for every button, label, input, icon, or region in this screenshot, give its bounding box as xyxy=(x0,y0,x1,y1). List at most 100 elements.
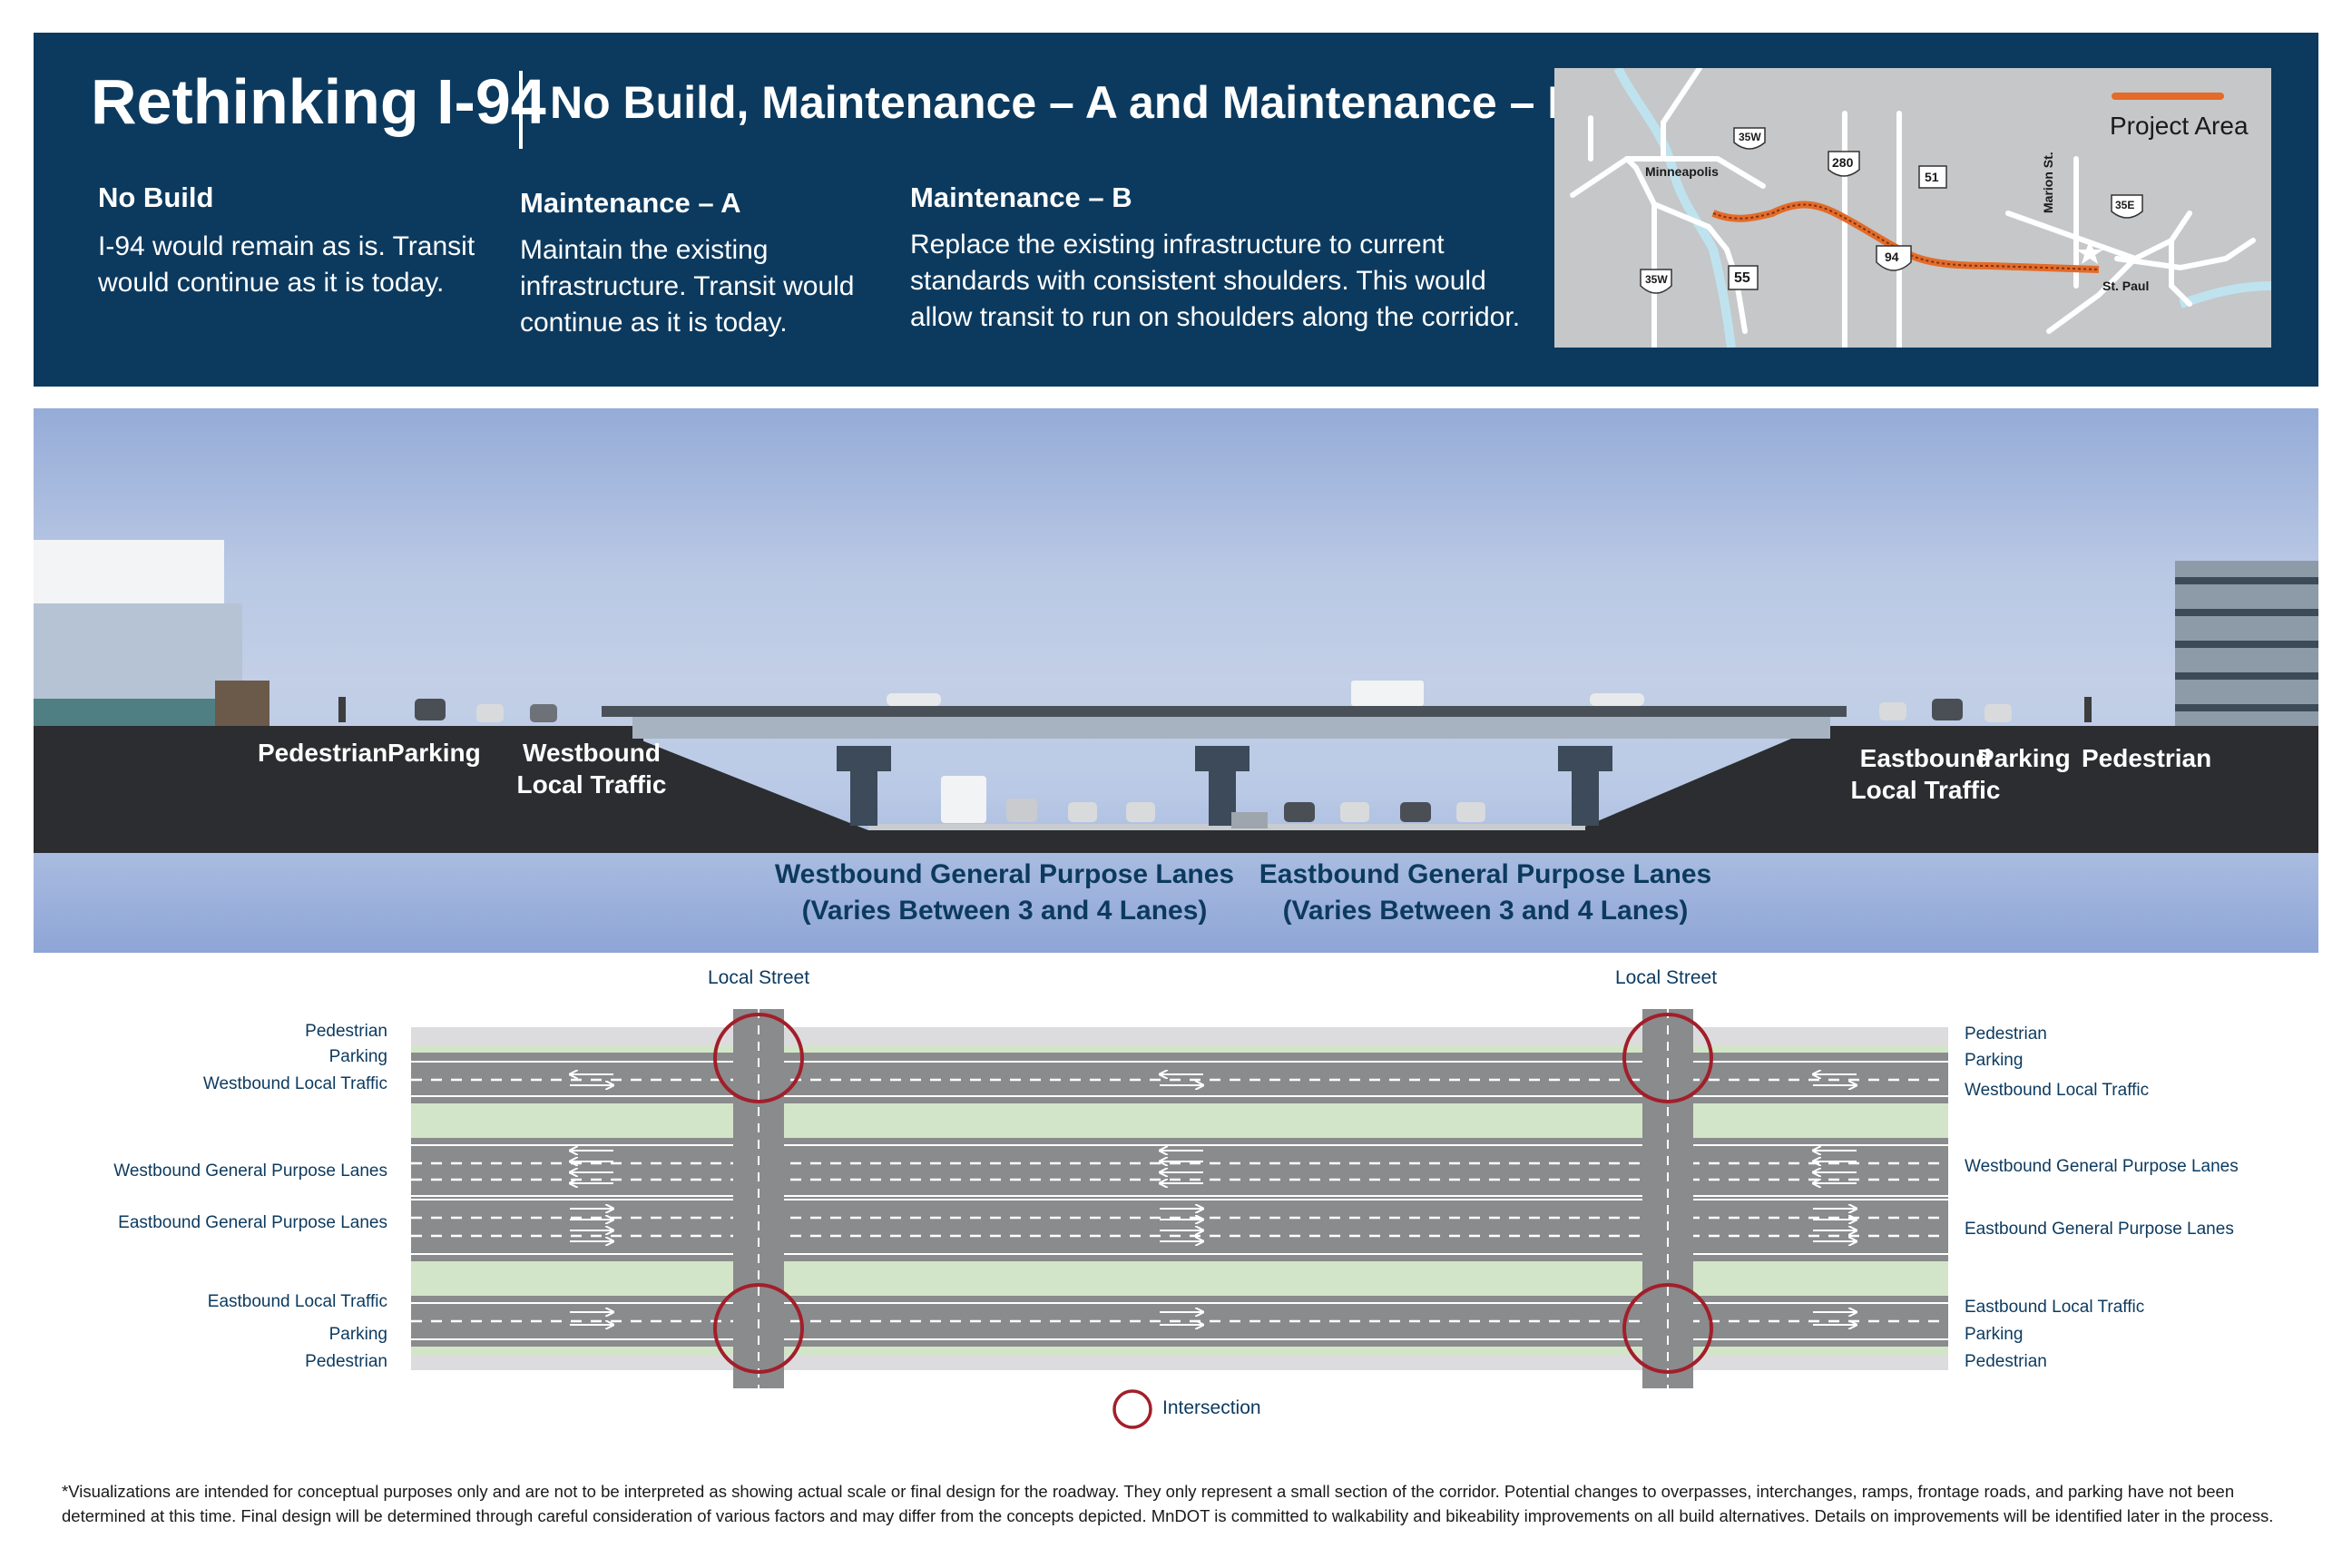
gp-westbound-line1: Westbound General Purpose Lanes xyxy=(774,859,1235,889)
shield-280-icon xyxy=(1828,151,1860,177)
xs-left-local-traffic: Westbound Local Traffic xyxy=(496,737,687,800)
slope-right xyxy=(1576,726,1821,853)
plan-green-bottom xyxy=(411,1347,1948,1356)
road-55 xyxy=(1651,201,1748,334)
car-icon xyxy=(1932,699,1963,720)
gp-westbound-label: Westbound General Purpose Lanes (Varies … xyxy=(750,857,1259,929)
shield-94-icon xyxy=(1876,245,1912,271)
car-icon xyxy=(1006,799,1037,822)
road-1 xyxy=(1570,156,1766,198)
plan-right-wb-gp: Westbound General Purpose Lanes xyxy=(1965,1157,2239,1176)
pedestrian-icon xyxy=(2084,697,2092,722)
shield-51-icon xyxy=(1918,165,1947,189)
plan-sidewalk-bottom xyxy=(411,1356,1948,1370)
pier-cap-2 xyxy=(1195,746,1250,771)
option-maintenance-b-heading: Maintenance – B xyxy=(910,181,1132,213)
plan-left-parking-bottom: Parking xyxy=(328,1325,387,1344)
truck-icon xyxy=(941,776,986,823)
car-icon xyxy=(1340,802,1369,822)
local-street-left-label: Local Street xyxy=(708,967,810,988)
road-east xyxy=(2114,238,2256,271)
gp-eastbound-line1: Eastbound General Purpose Lanes xyxy=(1259,859,1712,889)
bridge-deck xyxy=(602,706,1847,717)
xs-left-pedestrian: Pedestrian xyxy=(258,739,388,767)
intersection-marker xyxy=(1622,1013,1713,1103)
trench-road xyxy=(868,824,1585,830)
shield-35w-north-icon xyxy=(1733,127,1766,150)
xs-right-parking: Parking xyxy=(1977,744,2071,772)
plan-green-median-bottom xyxy=(411,1261,1948,1296)
cross-section-graphic xyxy=(34,540,2318,853)
ground-left xyxy=(34,726,643,853)
project-corridor-detail xyxy=(1712,203,2100,270)
plan-left-pedestrian-top: Pedestrian xyxy=(305,1022,387,1041)
right-building-windows xyxy=(2175,577,2318,711)
title-divider xyxy=(519,71,523,149)
plan-right-wb-local: Westbound Local Traffic xyxy=(1965,1081,2150,1100)
local-street-right-label: Local Street xyxy=(1615,967,1718,988)
intersection-marker xyxy=(1622,1283,1713,1374)
map-label-280: 280 xyxy=(1832,155,1854,170)
plan-right-pedestrian-top: Pedestrian xyxy=(1965,1024,2047,1044)
plan-left-wb-gp: Westbound General Purpose Lanes xyxy=(113,1161,387,1181)
shield-35e-icon xyxy=(2111,194,2143,219)
xs-right-local-line1: Eastbound xyxy=(1859,744,1992,772)
plan-right-parking-bottom: Parking xyxy=(1965,1325,2024,1344)
plan-green-median-top xyxy=(411,1103,1948,1138)
plan-right-eb-gp: Eastbound General Purpose Lanes xyxy=(1965,1220,2234,1239)
shield-35w-south-icon xyxy=(1640,269,1672,294)
cross-section-illustration: Pedestrian Parking Westbound Local Traff… xyxy=(34,408,2318,953)
option-maintenance-a-heading: Maintenance – A xyxy=(520,187,741,219)
car-icon xyxy=(1284,802,1315,822)
plan-right-eb-local: Eastbound Local Traffic xyxy=(1965,1298,2145,1317)
slope-left xyxy=(605,726,868,853)
trench-floor xyxy=(850,830,1594,853)
plan-left-wb-local: Westbound Local Traffic xyxy=(202,1074,387,1093)
median-barrier xyxy=(1231,812,1268,828)
xs-left-parking: Parking xyxy=(387,739,481,767)
pier-cap-1 xyxy=(837,746,891,771)
road-35w-north xyxy=(1661,68,1702,162)
xs-right-local-traffic: Eastbound Local Traffic xyxy=(1830,742,2021,806)
ground-right xyxy=(1821,726,2318,853)
plan-right-pedestrian-bottom: Pedestrian xyxy=(1965,1352,2047,1371)
pier-3 xyxy=(1572,771,1599,826)
option-no-build-text: I-94 would remain as is. Transit would c… xyxy=(98,231,475,298)
car-icon xyxy=(1879,702,1906,720)
option-maintenance-a-text: Maintain the existing infrastructure. Tr… xyxy=(520,235,855,338)
car-icon xyxy=(1456,802,1485,822)
plan-wb-gp-road xyxy=(411,1138,1948,1198)
xs-right-pedestrian: Pedestrian xyxy=(2082,744,2212,772)
plan-direction-arrows xyxy=(570,1074,1857,1325)
plan-left-eb-local: Eastbound Local Traffic xyxy=(207,1292,387,1311)
intersection-marker xyxy=(713,1013,804,1103)
map-label-35e: 35E xyxy=(2115,199,2135,211)
map-label-35w-south: 35W xyxy=(1645,273,1668,286)
page-title: Rethinking I-94 xyxy=(91,66,546,137)
pier-cap-3 xyxy=(1558,746,1612,771)
intersection-legend-icon xyxy=(1112,1389,1152,1429)
ambulance-icon xyxy=(1351,681,1424,706)
plan-sidewalk-top xyxy=(411,1027,1948,1045)
car-icon xyxy=(476,704,504,722)
intersection-legend-label: Intersection xyxy=(1162,1397,1261,1418)
car-icon xyxy=(887,693,941,706)
plan-right-parking-top: Parking xyxy=(1965,1051,2024,1070)
road-southeast xyxy=(2169,238,2192,307)
road-i94-east xyxy=(2005,211,2138,261)
bridge-girder xyxy=(632,717,1830,739)
gp-westbound-line2: (Varies Between 3 and 4 Lanes) xyxy=(801,896,1208,926)
plan-left-pedestrian-bottom: Pedestrian xyxy=(305,1352,387,1371)
page-subtitle: No Build, Maintenance – A and Maintenanc… xyxy=(550,77,1581,128)
pier-1 xyxy=(850,771,877,826)
car-icon xyxy=(1126,802,1155,822)
gp-eastbound-line2: (Varies Between 3 and 4 Lanes) xyxy=(1282,896,1689,926)
shield-55-icon xyxy=(1728,265,1759,290)
option-maintenance-b-text: Replace the existing infrastructure to c… xyxy=(910,230,1521,332)
project-area-legend-line xyxy=(2112,93,2224,100)
map-label-94: 94 xyxy=(1885,250,1899,264)
map-label-minneapolis: Minneapolis xyxy=(1645,164,1719,179)
map-graphic xyxy=(1570,68,2271,348)
xs-right-local-line2: Local Traffic xyxy=(1850,776,2001,804)
